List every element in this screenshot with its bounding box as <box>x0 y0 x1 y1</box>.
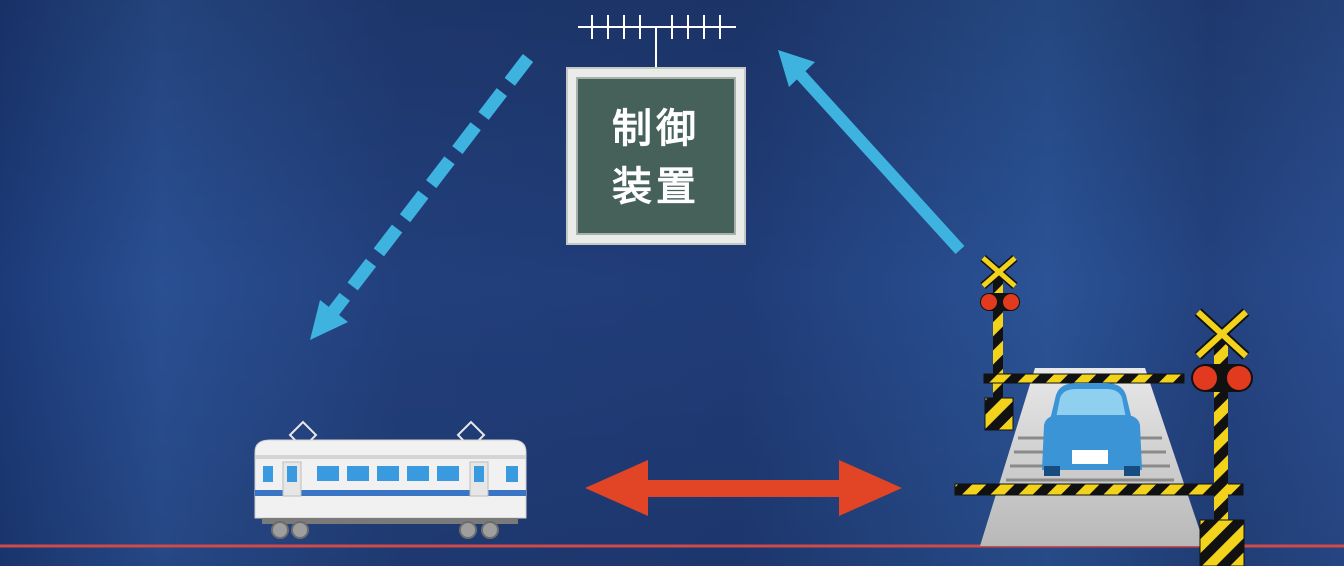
distance-double-arrow <box>585 460 902 516</box>
train-icon <box>254 420 527 539</box>
signal-arrow-to-train <box>310 54 534 340</box>
crossing-signal-near <box>1191 308 1253 566</box>
control-device <box>566 67 746 245</box>
signal-arrow-from-crossing <box>778 50 965 255</box>
crossing-barrier-near <box>954 483 1244 496</box>
car-icon <box>1042 383 1142 476</box>
crossing-signal-far <box>980 254 1020 431</box>
antenna-icon <box>578 15 736 70</box>
crossing-barrier-far <box>983 373 1185 384</box>
railroad-crossing <box>954 254 1253 566</box>
